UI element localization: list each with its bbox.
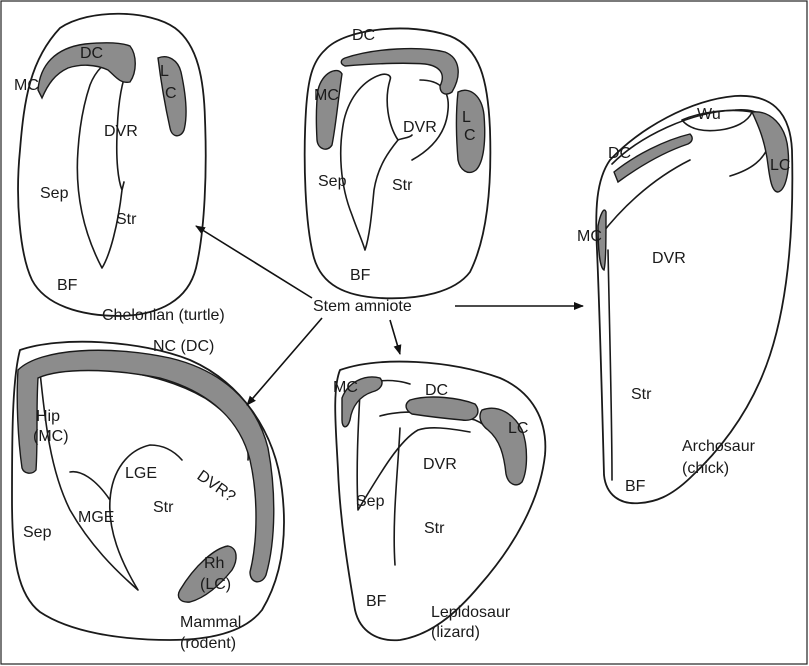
lizard-bf-label: BF bbox=[366, 593, 387, 610]
stem-lc-label-1: L bbox=[462, 109, 471, 126]
chick-lc-label: LC bbox=[770, 157, 790, 174]
arrow-to-rodent bbox=[247, 318, 322, 405]
lizard-dc-label: DC bbox=[425, 382, 448, 399]
rodent-mge-label: MGE bbox=[78, 509, 114, 526]
chick-wu-label: Wu bbox=[697, 106, 721, 123]
stem-amniote-label: Stem amniote bbox=[313, 298, 412, 315]
lizard-lc-label: LC bbox=[508, 420, 528, 437]
stem-lc-label-2: C bbox=[464, 127, 476, 144]
rodent-caption-1: Mammal bbox=[180, 614, 241, 631]
arrow-to-turtle bbox=[196, 226, 312, 298]
arrow-to-lizard bbox=[390, 320, 400, 354]
rodent-rh-label-1: Rh bbox=[204, 555, 224, 572]
turtle-caption: Chelonian (turtle) bbox=[102, 307, 225, 324]
rodent-outline bbox=[12, 342, 284, 640]
lizard-str-label: Str bbox=[424, 520, 445, 537]
lizard-mc-label: MC bbox=[333, 379, 358, 396]
lizard-caption-1: Lepidosaur bbox=[431, 604, 511, 621]
chick-mc-label: MC bbox=[577, 228, 602, 245]
turtle-dc-label: DC bbox=[80, 45, 103, 62]
lizard-caption-2: (lizard) bbox=[431, 624, 480, 641]
stem-mc-label: MC bbox=[314, 87, 339, 104]
rodent-section: NC (DC) Hip (MC) LGE MGE Str DVR? Sep Rh… bbox=[12, 338, 284, 652]
rodent-caption-2: (rodent) bbox=[180, 635, 236, 652]
turtle-bf-label: BF bbox=[57, 277, 78, 294]
turtle-section: DC MC L C DVR Sep Str BF Chelonian (turt… bbox=[14, 14, 225, 324]
lizard-sep-label: Sep bbox=[356, 493, 385, 510]
chick-dc-label: DC bbox=[608, 145, 631, 162]
chick-str-label: Str bbox=[631, 386, 652, 403]
rodent-nc-label: NC (DC) bbox=[153, 338, 214, 355]
stem-section: DC MC L C DVR Sep Str BF Stem amniote bbox=[305, 27, 491, 315]
rodent-hip-label-1: Hip bbox=[36, 408, 60, 425]
stem-bf-label: BF bbox=[350, 267, 371, 284]
chick-section: Wu DC LC MC DVR Str BF Archosaur (chick) bbox=[577, 96, 792, 503]
turtle-dvr-label: DVR bbox=[104, 123, 138, 140]
stem-sep-label: Sep bbox=[318, 173, 347, 190]
stem-dc-label: DC bbox=[352, 27, 375, 44]
lizard-dvr-label: DVR bbox=[423, 456, 457, 473]
turtle-lc-label-1: L bbox=[160, 63, 169, 80]
chick-dvr-label: DVR bbox=[652, 250, 686, 267]
turtle-sep-label: Sep bbox=[40, 185, 69, 202]
stem-str-label: Str bbox=[392, 177, 413, 194]
chick-caption-1: Archosaur bbox=[682, 438, 756, 455]
rodent-sep-label: Sep bbox=[23, 524, 52, 541]
rodent-str-label: Str bbox=[153, 499, 174, 516]
turtle-str-label: Str bbox=[116, 211, 137, 228]
lizard-section: MC DC LC DVR Sep Str BF Lepidosaur (liza… bbox=[333, 362, 545, 641]
rodent-hip-label-2: (MC) bbox=[33, 428, 69, 445]
chick-bf-label: BF bbox=[625, 478, 646, 495]
stem-dvr-label: DVR bbox=[403, 119, 437, 136]
turtle-mc-label: MC bbox=[14, 77, 39, 94]
chick-caption-2: (chick) bbox=[682, 460, 729, 477]
rodent-rh-label-2: (LC) bbox=[200, 576, 231, 593]
rodent-lge-label: LGE bbox=[125, 465, 157, 482]
turtle-lc-label-2: C bbox=[165, 85, 177, 102]
